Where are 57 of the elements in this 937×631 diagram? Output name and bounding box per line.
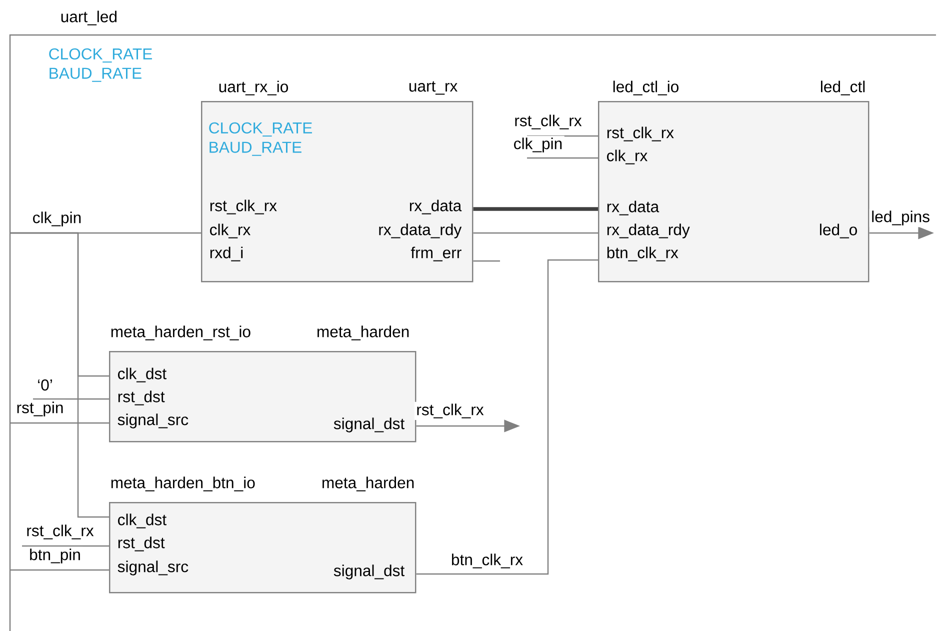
signal-line [10,422,109,424]
parameter-list: CLOCK_RATE BAUD_RATE [209,122,312,156]
edge-label: clk_pin [30,210,84,228]
edge-label: rst_pin [14,400,66,418]
signal-line [10,232,109,518]
module-name: led_ctl_io [613,80,678,96]
module-frame [9,10,936,631]
signal-line [473,232,598,234]
module-name: meta_harden_rst_io [111,326,250,340]
port-label: clk_dst [118,368,166,382]
port-label: rx_data [607,200,660,216]
module-name: meta_harden_btn_io [111,476,255,492]
port-label: btn_clk_rx [607,246,678,262]
port-label: signal_dst [334,564,405,580]
parameter-list: CLOCK_RATE BAUD_RATE [49,48,152,82]
module-name: led_ctl [821,80,865,96]
signal-line [473,260,500,262]
edge-label: clk_pin [512,136,564,154]
port-label: signal_src [118,414,188,428]
edge-label: btn_clk_rx [449,552,525,570]
module-block [109,326,416,442]
module-block [201,80,474,282]
port-label: signal_dst [334,418,405,432]
module-block [598,80,870,282]
signal-line [473,207,598,211]
port-label: rst_clk_rx [210,200,277,214]
signal-line [22,545,109,547]
module-name: uart_rx [409,81,458,95]
port-label: clk_rx [210,224,250,238]
port-label: clk_dst [118,514,166,528]
signal-line [527,157,598,159]
module-name: uart_led [61,10,116,26]
port-label: signal_src [118,560,188,576]
edge-label: rst_clk_rx [414,402,486,420]
signal-line [527,135,598,137]
edge-label: rst_clk_rx [24,522,96,542]
port-label: clk_rx [607,150,648,164]
signal-line [33,398,109,400]
signal-line [416,259,598,575]
port-label: rx_data [410,200,462,214]
module-name: meta_harden [318,326,409,340]
module-block [109,476,416,594]
module-name: uart_rx_io [219,80,288,96]
port-label: rx_data_rdy [379,224,462,238]
port-label: frm_err [410,246,462,262]
edge-label: rst_clk_rx [512,112,584,132]
module-name: meta_harden [322,476,414,492]
port-label: rxd_i [210,246,243,262]
port-label: rst_dst [118,390,165,406]
signal-line [10,569,109,571]
edge-label: btn_pin [27,546,83,566]
port-label: rst_clk_rx [607,126,674,142]
edge-label: ‘0’ [35,378,55,392]
port-label: rst_dst [118,536,165,552]
port-label: rx_data_rdy [607,224,690,238]
port-label: led_o [820,224,857,238]
edge-label: led_pins [869,208,932,228]
